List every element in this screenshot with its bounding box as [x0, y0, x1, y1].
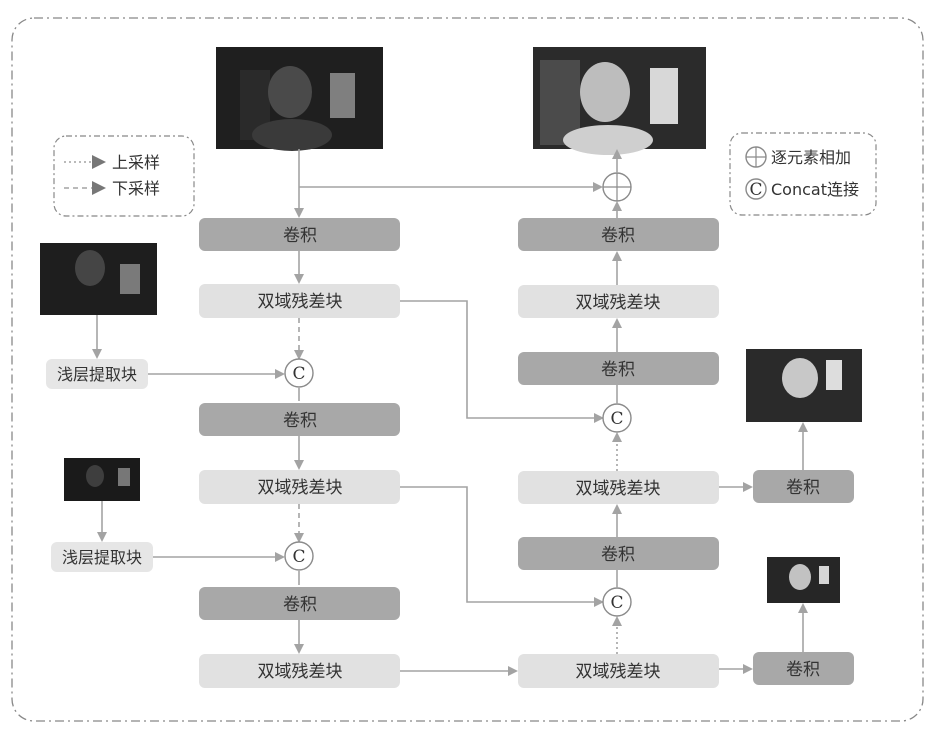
half-scale-input-image [40, 243, 157, 315]
concat-legend-icon [745, 178, 767, 200]
encoder-conv-2-label: 卷积 [283, 411, 317, 431]
input-low-light-image [216, 47, 383, 151]
shallow-extraction-block-1 [46, 359, 148, 389]
encoder-concat-node-1 [284, 358, 314, 388]
decoder-dual-domain-residual-2-label: 双域残差块 [576, 479, 661, 499]
quarter-scale-input-image [64, 458, 140, 501]
decoder-conv-2-label: 卷积 [601, 360, 635, 380]
side-output-conv-2-label: 卷积 [786, 660, 820, 680]
decoder-dual-domain-residual-1 [518, 285, 719, 318]
decoder-concat-node-1-letter: C [610, 409, 623, 429]
decoder-concat-node-2-letter: C [610, 593, 623, 613]
encoder-conv-3-label: 卷积 [283, 595, 317, 615]
decoder-conv-3-label: 卷积 [601, 545, 635, 565]
downsample-legend-label: 下采样 [112, 179, 160, 198]
encoder-concat-node-2 [284, 541, 314, 571]
decoder-dual-domain-residual-3 [518, 654, 719, 688]
encoder-dual-domain-residual-1-label: 双域残差块 [258, 292, 343, 312]
decoder-dual-domain-residual-2 [518, 471, 719, 504]
encoder-dual-domain-residual-3 [199, 654, 400, 688]
outer-frame [11, 17, 924, 722]
encoder-dual-domain-residual-1 [199, 284, 400, 318]
decoder-dual-domain-residual-3-label: 双域残差块 [576, 662, 661, 682]
operator-legend-box [729, 132, 877, 216]
skip-connection-2 [400, 486, 604, 607]
encoder-dual-domain-residual-2-label: 双域残差块 [258, 478, 343, 498]
side-output-conv-1-label: 卷积 [786, 478, 820, 498]
decoder-dual-domain-residual-1-label: 双域残差块 [576, 293, 661, 313]
upsample-legend-label: 上采样 [112, 153, 160, 172]
decoder-conv-3 [518, 537, 719, 570]
upsample-legend-arrowhead [92, 155, 106, 169]
shallow-extraction-block-2-label: 浅层提取块 [62, 548, 142, 567]
decoder-conv-final [518, 218, 719, 251]
shallow-extraction-block-1-label: 浅层提取块 [57, 365, 137, 384]
encoder-dual-domain-residual-2 [199, 470, 400, 504]
shallow-extraction-block-2 [51, 542, 153, 572]
downsample-legend-arrowhead [92, 181, 106, 195]
output-enhanced-image [533, 47, 706, 155]
quarter-scale-output-image [767, 557, 840, 603]
encoder-conv-3 [199, 587, 400, 620]
encoder-conv-1-label: 卷积 [283, 226, 317, 246]
encoder-dual-domain-residual-3-label: 双域残差块 [258, 662, 343, 682]
sampling-legend-box [53, 135, 195, 217]
skip-connection-1 [400, 300, 604, 423]
side-output-conv-2 [753, 652, 854, 685]
encoder-concat-node-1-letter: C [292, 364, 305, 384]
encoder-conv-2 [199, 403, 400, 436]
add-legend-label: 逐元素相加 [771, 148, 851, 167]
concat-legend-label: Concat连接 [771, 180, 859, 199]
half-scale-output-image [746, 349, 862, 422]
side-output-conv-1 [753, 470, 854, 503]
decoder-conv-final-label: 卷积 [601, 226, 635, 246]
decoder-conv-2 [518, 352, 719, 385]
encoder-conv-1 [199, 218, 400, 251]
concat-legend-icon-letter: C [749, 180, 762, 200]
encoder-concat-node-2-letter: C [292, 547, 305, 567]
